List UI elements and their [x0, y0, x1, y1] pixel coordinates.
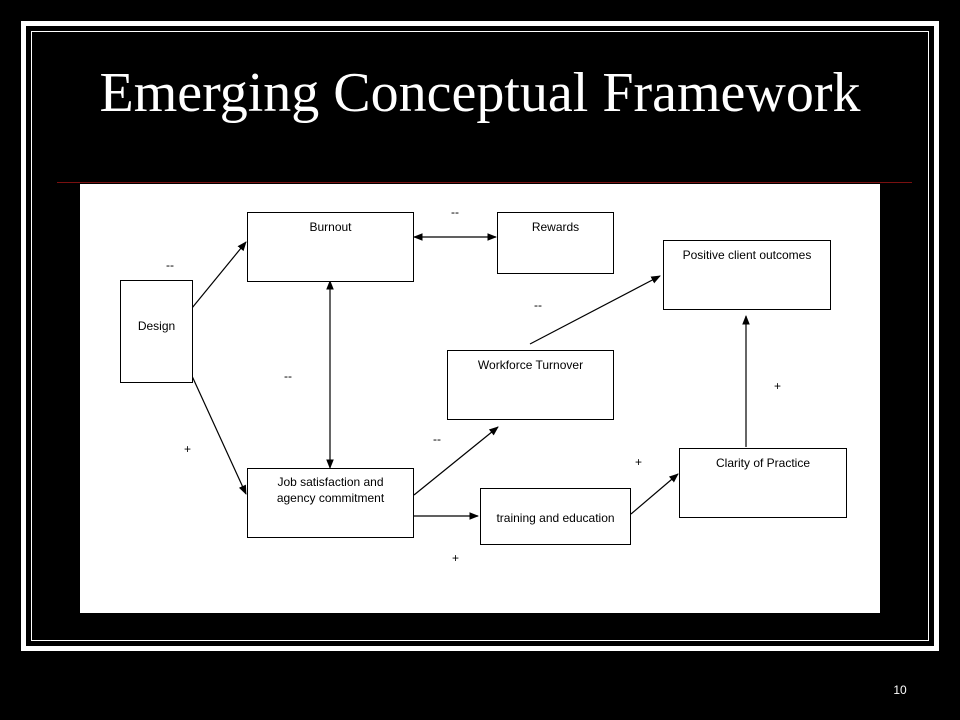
sign-turnover-outcomes: -- — [534, 298, 542, 312]
node-positive-outcomes: Positive client outcomes — [663, 240, 831, 310]
node-design-label: Design — [137, 319, 176, 333]
node-burnout: Burnout — [247, 212, 414, 282]
node-job-satisfaction: Job satisfaction and agency commitment — [247, 468, 414, 538]
sign-design-burnout: -- — [166, 258, 174, 272]
sign-jobsat-turnover: -- — [433, 432, 441, 446]
node-rewards-label: Rewards — [531, 220, 580, 234]
sign-design-jobsat: + — [184, 442, 192, 456]
node-design: Design — [120, 280, 193, 383]
sign-jobsat-training: + — [452, 551, 460, 565]
node-workforce-turnover: Workforce Turnover — [447, 350, 614, 420]
node-workforce-turnover-label: Workforce Turnover — [477, 358, 584, 372]
diagram-connectors — [191, 233, 750, 520]
arrow-jobsat-to-turnover — [413, 426, 499, 496]
node-burnout-label: Burnout — [309, 220, 352, 234]
node-training-label: training and education — [496, 511, 615, 525]
title-divider — [57, 182, 912, 183]
node-job-satisfaction-label: Job satisfaction and agency commitment — [276, 475, 385, 505]
node-positive-outcomes-label: Positive client outcomes — [682, 248, 812, 262]
slide-title: Emerging Conceptual Framework — [99, 62, 861, 124]
arrow-turnover-to-outcomes — [529, 275, 661, 345]
node-clarity: Clarity of Practice — [679, 448, 847, 518]
sign-training-clarity: + — [635, 455, 643, 469]
node-rewards: Rewards — [497, 212, 614, 274]
diagram-panel: Design Burnout Rewards Positive client o… — [80, 184, 880, 613]
page-number: 10 — [893, 683, 907, 697]
sign-clarity-outcomes: + — [774, 379, 782, 393]
arrow-training-to-clarity — [630, 473, 679, 515]
arrow-design-to-jobsat — [191, 375, 247, 495]
slide-outer-border — [21, 21, 939, 651]
arrow-design-to-burnout — [191, 241, 247, 309]
node-training: training and education — [480, 488, 631, 545]
slide-inner-border — [31, 31, 929, 641]
sign-burnout-jobsat: -- — [284, 369, 292, 383]
node-clarity-label: Clarity of Practice — [715, 456, 811, 470]
sign-burnout-rewards: -- — [451, 205, 459, 219]
